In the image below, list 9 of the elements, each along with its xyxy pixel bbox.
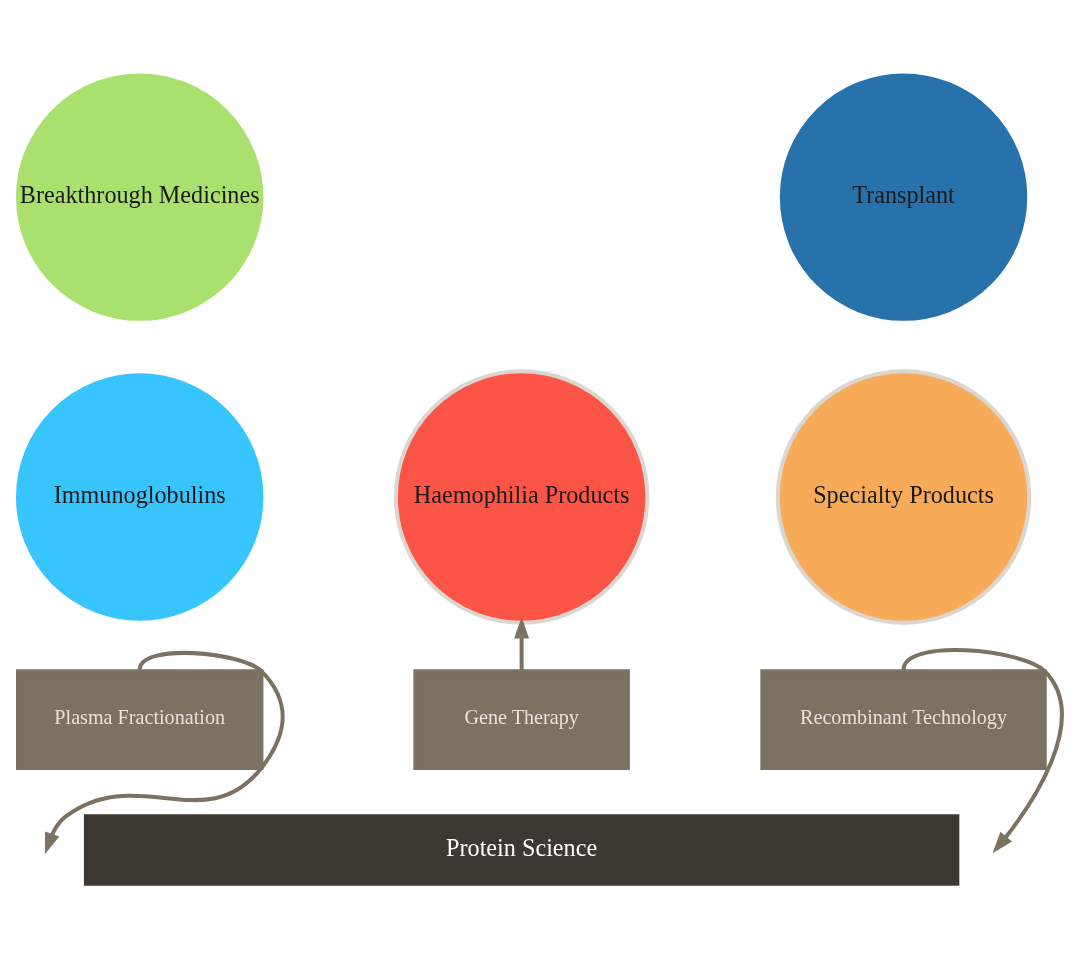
node-box: Protein Science bbox=[83, 814, 960, 886]
node-box: Plasma Fractionation bbox=[16, 669, 264, 770]
node-circle: Specialty Products bbox=[775, 369, 1032, 625]
node-box: Recombinant Technology bbox=[760, 669, 1047, 770]
arrow bbox=[514, 616, 530, 672]
node-box: Gene Therapy bbox=[413, 669, 630, 770]
node-circle: Haemophilia Products bbox=[393, 369, 650, 625]
arrow bbox=[901, 648, 1064, 854]
arrow bbox=[44, 651, 285, 855]
